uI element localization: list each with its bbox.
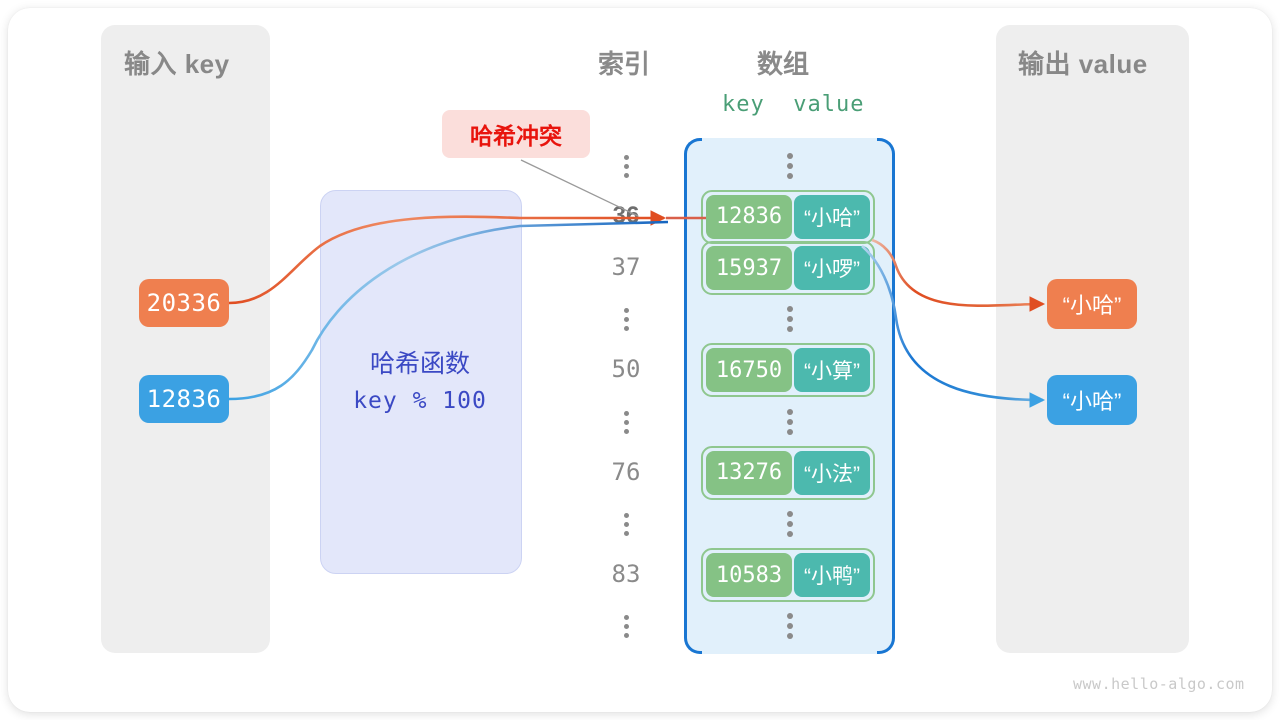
array-entry: 12836“小哈” [701, 189, 875, 244]
entry-value: “小啰” [794, 246, 870, 290]
input-panel-title: 输入 key [124, 49, 230, 79]
array-ellipsis [684, 306, 895, 333]
output-value-chip: “小哈” [1047, 279, 1137, 329]
hash-function-box [320, 190, 522, 574]
index-column-header: 索引 [598, 49, 651, 79]
entry-value: “小哈” [794, 194, 870, 239]
array-bracket-right [877, 138, 895, 654]
input-key-panel [101, 25, 270, 653]
hash-collision-label: 哈希冲突 [442, 110, 590, 158]
watermark: www.hello-algo.com [1073, 675, 1245, 693]
index-label: 50 [611, 355, 641, 384]
output-value-panel [996, 25, 1189, 653]
input-key-chip: 20336 [139, 279, 229, 327]
index-label: 83 [611, 560, 641, 589]
output-value-chip: “小哈” [1047, 375, 1137, 425]
entry-key: 12836 [706, 194, 792, 239]
index-ellipsis [592, 308, 660, 332]
index-ellipsis [592, 154, 660, 178]
input-key-chip: 12836 [139, 375, 229, 423]
index-ellipsis [592, 615, 660, 639]
array-bracket-left [684, 138, 702, 654]
index-label: 37 [611, 253, 641, 281]
key-value-header: key value [722, 92, 865, 117]
index-label: 36 [612, 201, 640, 229]
entry-key: 16750 [706, 348, 792, 393]
entry-value: “小法” [794, 450, 870, 495]
entry-key: 13276 [706, 450, 792, 495]
hash-function-name: 哈希函数 [369, 350, 470, 378]
index-ellipsis [592, 513, 660, 536]
array-entry: 10583“小鸭” [701, 548, 875, 603]
array-ellipsis [684, 408, 895, 435]
entry-value: “小鸭” [794, 553, 870, 598]
array-ellipsis [684, 511, 895, 537]
output-panel-title: 输出 value [1018, 49, 1148, 79]
index-column: 36 37 50 76 83 [592, 140, 660, 652]
array-entry: 16750“小算” [701, 343, 875, 398]
entry-key: 15937 [706, 246, 792, 290]
entry-value: “小算” [794, 348, 870, 393]
array-ellipsis [684, 152, 895, 179]
index-label: 76 [611, 457, 641, 486]
array-column-header: 数组 [757, 49, 810, 79]
array-entry: 13276“小法” [701, 445, 875, 500]
array-ellipsis [684, 613, 895, 640]
hash-function-formula: key % 100 [353, 388, 487, 414]
index-ellipsis [592, 410, 660, 434]
array-entry: 15937“小啰” [701, 241, 875, 295]
entry-key: 10583 [706, 553, 792, 598]
